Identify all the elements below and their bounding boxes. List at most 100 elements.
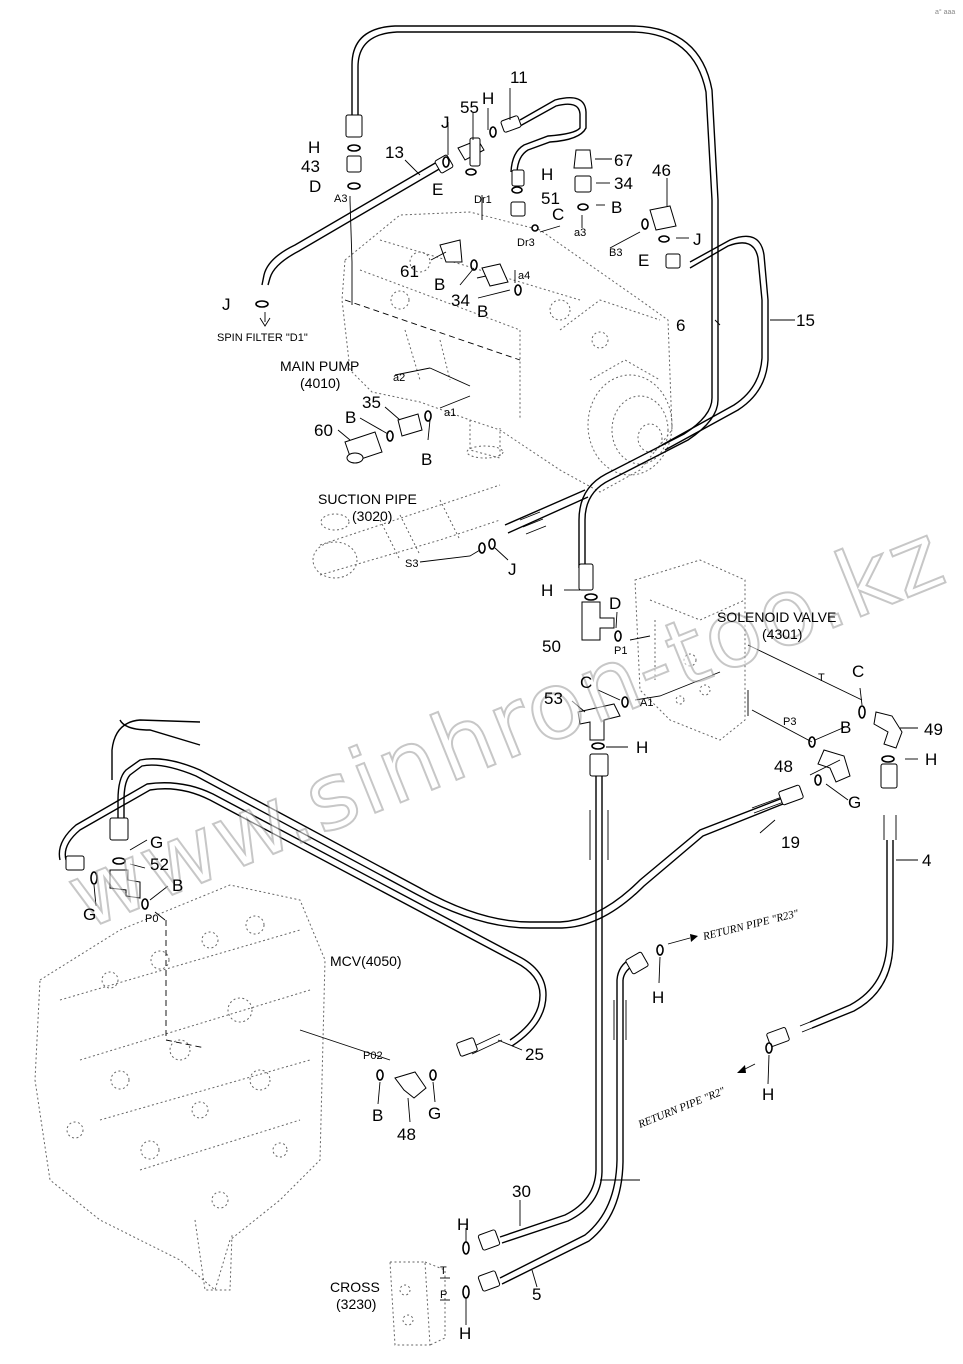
seal-letter: H xyxy=(308,138,320,157)
part-number: 51 xyxy=(541,189,560,208)
part-number-labels: 11 55 13 43 67 34 46 51 61 34 6 15 35 60… xyxy=(150,68,943,1304)
port-label: T xyxy=(440,1265,447,1277)
seal-letter: G xyxy=(150,833,163,852)
suction-pipe-label: SUCTION PIPE xyxy=(318,491,417,507)
part-number: 55 xyxy=(460,98,479,117)
seal-letter: B xyxy=(477,302,488,321)
hose-25 xyxy=(58,782,547,1047)
leader-lines xyxy=(93,88,918,1325)
port-label: P1 xyxy=(614,645,627,657)
part-number: 15 xyxy=(796,311,815,330)
part-number: 50 xyxy=(542,637,561,656)
seal-letter: B xyxy=(421,450,432,469)
part-number: 48 xyxy=(774,757,793,776)
port-label: Dr3 xyxy=(517,237,535,249)
part-number: 13 xyxy=(385,143,404,162)
suction-pipe-code: (3020) xyxy=(352,508,392,524)
port-label: B3 xyxy=(609,247,622,259)
port-label: P xyxy=(440,1289,447,1301)
port-label: T xyxy=(818,672,825,684)
part-number: 34 xyxy=(614,174,633,193)
main-pump-code: (4010) xyxy=(300,375,340,391)
port-label: A1 xyxy=(640,697,653,709)
seal-letter: C xyxy=(552,205,564,224)
suction-hose xyxy=(504,489,589,534)
seal-letter: E xyxy=(432,180,443,199)
hose-6 xyxy=(351,25,719,568)
part-number: 67 xyxy=(614,151,633,170)
hose-11 xyxy=(510,97,587,173)
port-label: a1 xyxy=(444,407,456,419)
suction-pipe-outline xyxy=(312,484,501,579)
seal-letter: J xyxy=(508,560,517,579)
seal-letter: B xyxy=(172,876,183,895)
seal-letter-labels: H H H J D E C B E J B B J B B J H D C H … xyxy=(83,89,937,1343)
main-pump-outline xyxy=(341,211,673,493)
port-label: Dr1 xyxy=(474,194,492,206)
seal-letter: B xyxy=(611,198,622,217)
seal-letter: J xyxy=(441,113,450,132)
part-number: 60 xyxy=(314,421,333,440)
solenoid-valve-outline xyxy=(634,559,746,741)
part-number: 52 xyxy=(150,855,169,874)
watermark-text: www.sinhron-too.kz xyxy=(53,501,959,950)
main-pump-label: MAIN PUMP xyxy=(280,358,359,374)
mcv-label: MCV(4050) xyxy=(330,953,402,969)
hose-19 xyxy=(117,758,799,929)
port-label: P0 xyxy=(145,913,158,925)
corner-mark: a° aaa xyxy=(935,8,955,16)
part-number: 25 xyxy=(525,1045,544,1064)
seal-letter: C xyxy=(852,662,864,681)
spin-filter-note: SPIN FILTER "D1" xyxy=(217,332,308,344)
port-label: a2 xyxy=(393,372,405,384)
seal-letter: H xyxy=(636,738,648,757)
seal-letter: D xyxy=(309,177,321,196)
fittings xyxy=(65,114,903,1292)
part-number: 30 xyxy=(512,1182,531,1201)
part-number: 49 xyxy=(924,720,943,739)
port-labels: A3 Dr1 Dr3 a3 B3 a4 a2 a1 S3 P1 A1 T P3 … xyxy=(145,193,825,1301)
part-number: 53 xyxy=(544,689,563,708)
hose-13 xyxy=(261,161,442,286)
seal-letter: H xyxy=(459,1324,471,1343)
part-number: 35 xyxy=(362,393,381,412)
seal-letter: H xyxy=(925,750,937,769)
seal-letter: B xyxy=(372,1106,383,1125)
o-rings xyxy=(90,126,895,1299)
seal-letter: H xyxy=(762,1085,774,1104)
seal-letter: C xyxy=(580,673,592,692)
seal-letter: B xyxy=(345,408,356,427)
port-label: P02 xyxy=(363,1050,383,1062)
part-number: 61 xyxy=(400,262,419,281)
part-number: 4 xyxy=(922,851,931,870)
part-number: 6 xyxy=(676,316,685,335)
part-number: 43 xyxy=(301,157,320,176)
cross-block-outline xyxy=(389,1261,446,1346)
return-pipe-r23-note: RETURN PIPE "R23" xyxy=(701,908,800,944)
hose-guards xyxy=(469,511,897,1055)
seal-letter: J xyxy=(222,295,231,314)
part-number: 5 xyxy=(532,1285,541,1304)
part-number: 48 xyxy=(397,1125,416,1144)
hose-4 xyxy=(809,840,894,1029)
return-pipe-r2-note: RETURN PIPE "R2" xyxy=(636,1085,727,1131)
part-number: 46 xyxy=(652,161,671,180)
port-label: a3 xyxy=(574,227,586,239)
seal-letter: H xyxy=(541,165,553,184)
seal-letter: B xyxy=(840,718,851,737)
seal-letter: E xyxy=(638,251,649,270)
cross-code: (3230) xyxy=(336,1296,376,1312)
hose-5 xyxy=(499,957,637,1285)
hose-15 xyxy=(661,235,769,451)
seal-letter: H xyxy=(457,1215,469,1234)
port-label: S3 xyxy=(405,558,418,570)
hose-25-lower xyxy=(111,719,201,780)
part-number: 11 xyxy=(510,68,528,87)
seal-letter: D xyxy=(609,594,621,613)
seal-letter: H xyxy=(482,89,494,108)
part-number: 19 xyxy=(781,833,800,852)
seal-letter: G xyxy=(428,1104,441,1123)
seal-letter: J xyxy=(693,230,702,249)
